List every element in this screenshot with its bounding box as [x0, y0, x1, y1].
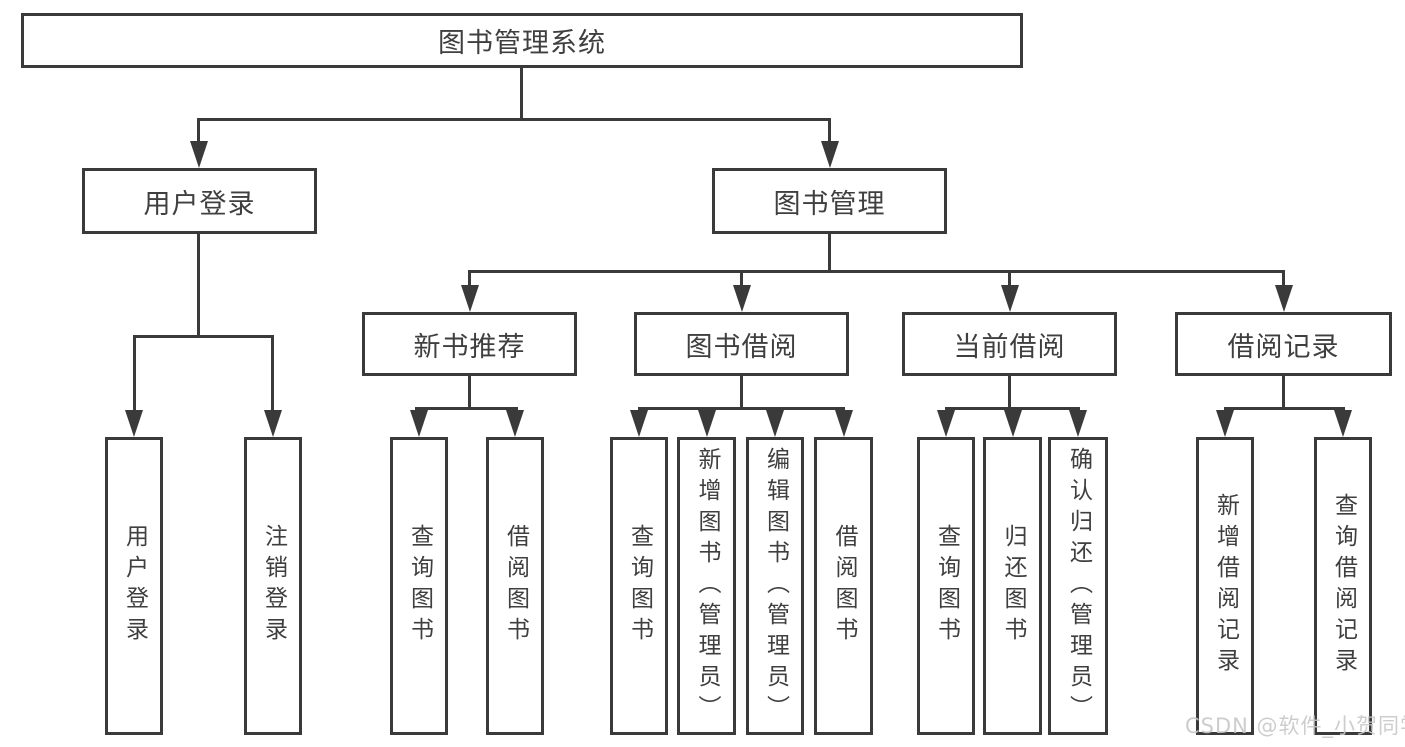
leaf-query-borrow-record: 查询借阅记录	[1314, 437, 1372, 735]
connector-drop-book-borrowing	[740, 270, 743, 288]
arrowhead-add-book	[698, 410, 716, 437]
node-user-login: 用户登录	[82, 168, 317, 234]
leaf-edit-book-admin: 编辑图书（管理员）	[746, 437, 804, 735]
arrowhead-query-books-borrowing	[630, 410, 648, 437]
node-library-system: 图书管理系统	[21, 13, 1023, 68]
node-borrowing-records: 借阅记录	[1175, 312, 1392, 376]
arrowhead-book-mgmt	[821, 141, 839, 168]
leaf-borrow-books-borrowing: 借阅图书	[814, 437, 873, 735]
node-book-management: 图书管理	[712, 168, 947, 234]
arrowhead-query-books-recommend	[410, 410, 428, 437]
arrowhead-current-borrowing	[1001, 285, 1019, 312]
connector-drop-leaf-logout	[271, 335, 274, 413]
connector-new-book-trunk	[468, 376, 471, 407]
connector-current-borrowing-split	[945, 407, 1080, 410]
arrowhead-borrow-books-recommend	[506, 410, 524, 437]
leaf-add-book-admin: 新增图书（管理员）	[677, 437, 736, 735]
arrowhead-confirm-return	[1069, 410, 1087, 437]
connector-current-borrowing-trunk	[1008, 376, 1011, 407]
node-book-borrowing: 图书借阅	[634, 312, 849, 376]
arrowhead-new-book	[461, 285, 479, 312]
leaf-borrow-books-recommend: 借阅图书	[486, 437, 544, 735]
connector-borrowing-records-split	[1224, 407, 1345, 410]
leaf-return-books: 归还图书	[983, 437, 1042, 735]
leaf-user-login: 用户登录	[105, 437, 163, 735]
arrowhead-borrow-books-borrowing	[835, 410, 853, 437]
connector-drop-current-borrowing	[1008, 270, 1011, 288]
connector-drop-user-login	[197, 118, 200, 144]
connector-user-login-split	[133, 335, 274, 338]
arrowhead-return-books	[1004, 410, 1022, 437]
arrowhead-add-borrow-record	[1216, 410, 1234, 437]
arrowhead-edit-book	[766, 410, 784, 437]
connector-drop-leaf-login	[133, 335, 136, 413]
arrowhead-book-borrowing	[733, 285, 751, 312]
connector-drop-borrowing-records	[1282, 270, 1285, 288]
leaf-logout: 注销登录	[244, 437, 302, 735]
connector-book-borrowing-split	[638, 407, 845, 410]
connector-drop-book-mgmt	[828, 118, 831, 144]
arrowhead-user-login	[190, 141, 208, 168]
leaf-query-books-recommend: 查询图书	[390, 437, 448, 735]
connector-root-trunk	[520, 68, 523, 118]
arrowhead-query-books-current	[937, 410, 955, 437]
connector-drop-new-book	[468, 270, 471, 288]
arrowhead-leaf-login	[125, 410, 143, 437]
watermark: CSDN @软件_小贺同学	[1185, 714, 1405, 738]
arrowhead-query-borrow-record	[1334, 410, 1352, 437]
node-current-borrowing: 当前借阅	[902, 312, 1117, 376]
node-new-book-recommend: 新书推荐	[362, 312, 577, 376]
connector-book-borrowing-trunk	[740, 376, 743, 407]
leaf-add-borrow-record: 新增借阅记录	[1196, 437, 1254, 735]
connector-user-login-trunk	[197, 234, 200, 335]
arrowhead-leaf-logout	[264, 410, 282, 437]
connector-book-mgmt-split	[468, 270, 1285, 273]
leaf-query-books-borrowing: 查询图书	[610, 437, 668, 735]
connector-new-book-split	[415, 407, 518, 410]
arrowhead-borrowing-records	[1275, 285, 1293, 312]
connector-book-mgmt-trunk	[828, 234, 831, 270]
connector-borrowing-records-trunk	[1282, 376, 1285, 407]
leaf-confirm-return-admin: 确认归还（管理员）	[1048, 437, 1108, 735]
leaf-query-books-current: 查询图书	[917, 437, 975, 735]
connector-root-split	[197, 118, 831, 121]
